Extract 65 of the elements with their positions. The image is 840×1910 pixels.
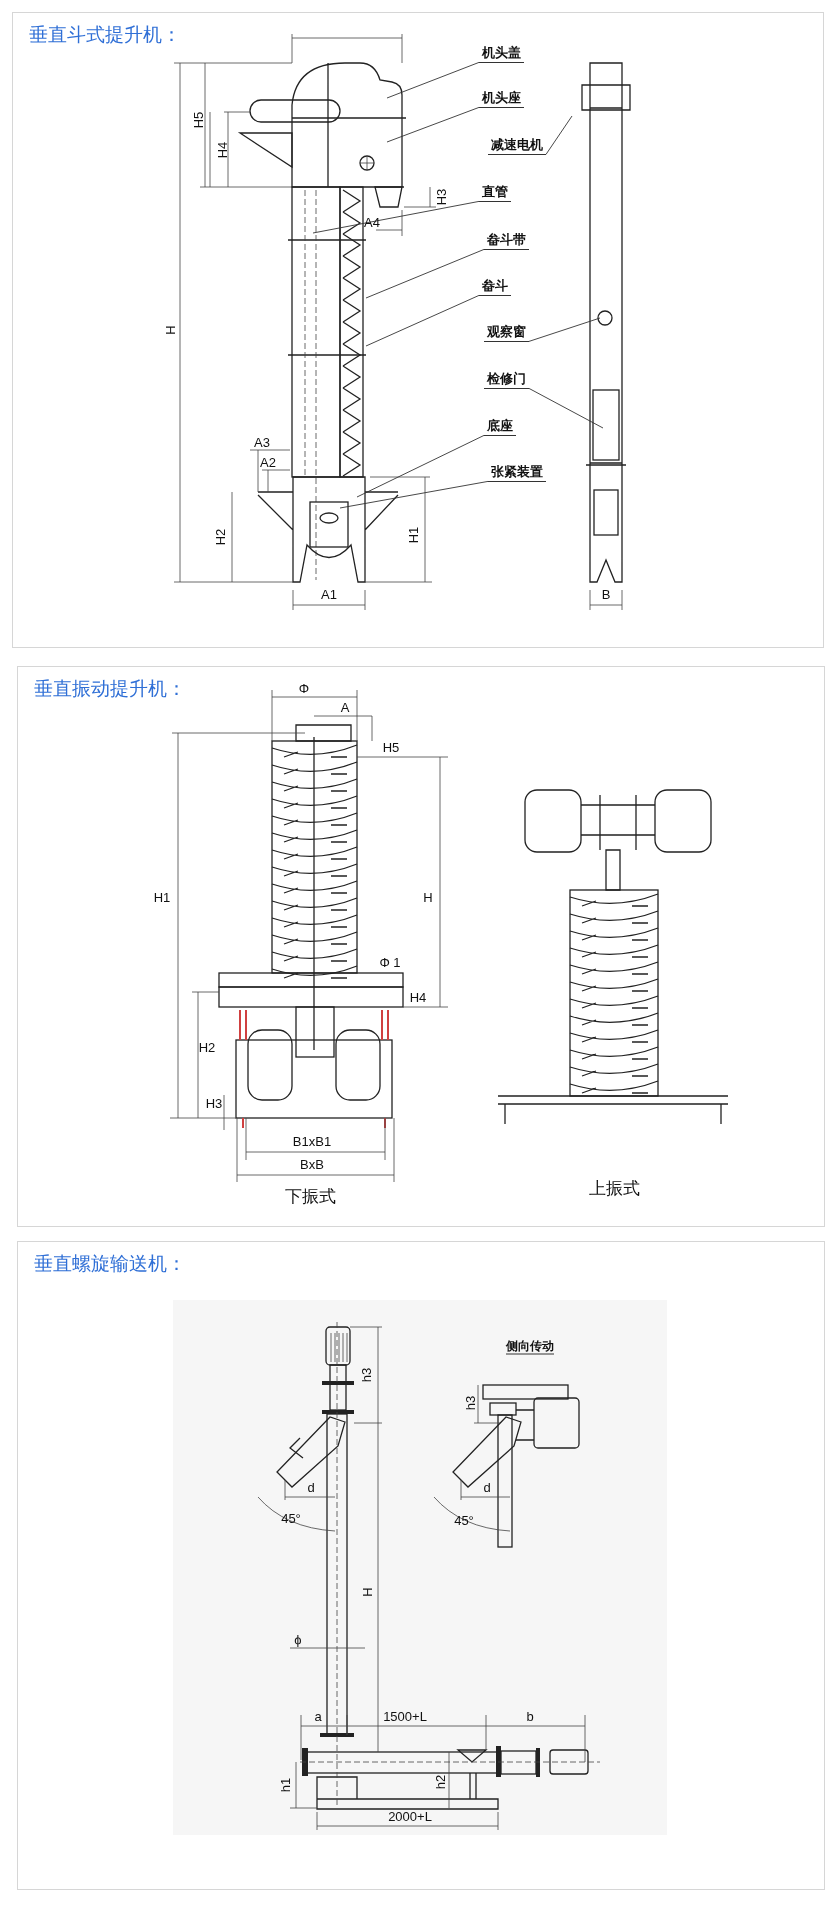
dimension-label: h3 [359, 1367, 373, 1383]
dimension-label: b [526, 1709, 534, 1723]
dimension-label: H3 [205, 1096, 223, 1110]
leader-line [386, 106, 480, 143]
panel-heading: 垂直斗式提升机： [29, 23, 181, 46]
dimension-label: A2 [260, 455, 276, 469]
view-caption: 上振式 [588, 1179, 640, 1197]
part-label: 直管 [479, 184, 511, 202]
leader-line [365, 294, 480, 347]
dimension-label: A4 [364, 215, 380, 229]
leader-line [365, 248, 485, 299]
part-label: 减速电机 [488, 137, 546, 155]
leader-line [528, 317, 601, 342]
panel [17, 1241, 825, 1890]
dimension-label: H2 [198, 1040, 216, 1054]
dimension-label: Φ [298, 681, 310, 695]
part-label: 检修门 [484, 371, 529, 389]
panel-heading: 垂直振动提升机： [34, 677, 186, 700]
part-label: 张紧装置 [488, 464, 546, 482]
dimension-label: a [314, 1709, 322, 1723]
part-label: 畚斗 [479, 278, 511, 296]
dimension-label: H1 [406, 526, 420, 544]
dimension-label: H [423, 890, 433, 904]
dimension-label: BxB [300, 1157, 324, 1171]
dimension-label: d [483, 1480, 491, 1494]
dimension-label: H5 [191, 111, 205, 129]
dimension-label: h3 [463, 1395, 477, 1411]
dimension-label: H3 [434, 188, 448, 206]
part-label: 机头座 [479, 90, 524, 108]
dimension-label: 1500+L [383, 1709, 427, 1723]
leader-line [386, 61, 480, 99]
dimension-label: 2000+L [388, 1809, 432, 1823]
part-label: 底座 [484, 418, 516, 436]
panel [17, 666, 825, 1227]
dimension-label: A1 [321, 587, 337, 601]
part-label: 畚斗带 [484, 232, 529, 250]
panel-heading: 垂直螺旋输送机： [34, 1252, 186, 1275]
view-caption: 下振式 [284, 1187, 336, 1205]
leader-line [528, 387, 604, 429]
dimension-label: H [360, 1587, 374, 1597]
part-label: 机头盖 [479, 45, 524, 63]
leader-line [545, 115, 573, 155]
leader-line [339, 480, 489, 509]
dimension-label: 45° [281, 1511, 301, 1525]
dimension-label: d [307, 1480, 315, 1494]
dimension-label: A3 [254, 435, 270, 449]
dimension-label: A [340, 700, 350, 714]
leader-line [312, 200, 480, 234]
dimension-label: ϕ [294, 1632, 302, 1646]
dimension-label: H5 [382, 740, 400, 754]
dimension-label: h2 [433, 1774, 447, 1790]
dimension-label: H [163, 325, 177, 335]
dimension-label: H1 [153, 890, 171, 904]
dimension-label: B1xB1 [292, 1134, 332, 1148]
dimension-label: B [601, 587, 611, 601]
dimension-label: H4 [215, 141, 229, 159]
dimension-label: H4 [409, 990, 427, 1004]
panel [12, 12, 824, 648]
leader-line [356, 434, 485, 498]
part-label: 观察窗 [484, 324, 529, 342]
view-caption: 侧向传动 [506, 1339, 554, 1355]
dimension-label: Φ 1 [379, 955, 401, 969]
dimension-label: H2 [213, 528, 227, 546]
dimension-label: h1 [278, 1777, 292, 1793]
dimension-label: 45° [454, 1513, 474, 1527]
